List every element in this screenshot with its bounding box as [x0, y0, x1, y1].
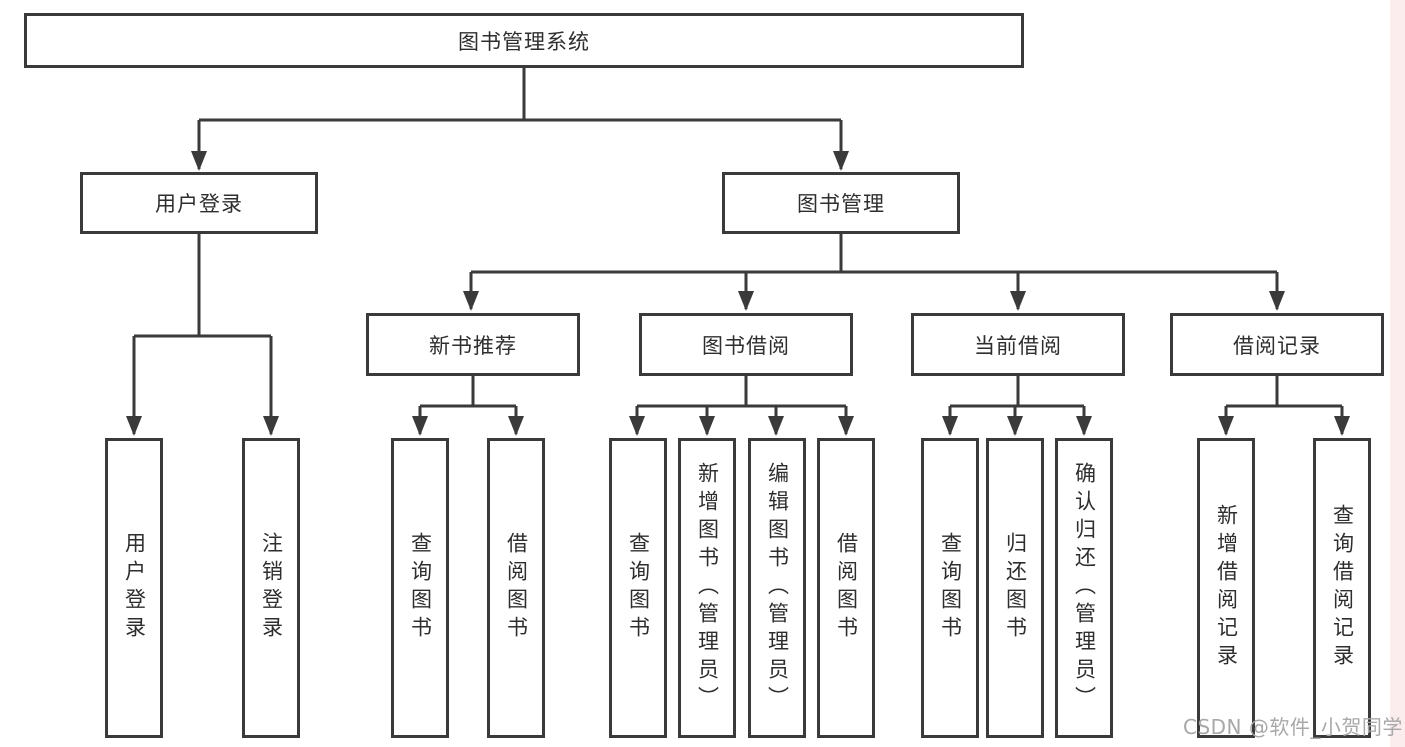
leaf-return-book: 归还图书 [986, 438, 1044, 738]
node-book-borrow-label: 图书借阅 [702, 333, 790, 358]
leaf-add-borrow-record: 新增借阅记录 [1197, 438, 1255, 738]
leaf-logout: 注销登录 [242, 438, 300, 738]
node-borrow-record-label: 借阅记录 [1233, 333, 1321, 358]
leaf-query-book-borrow: 查询图书 [609, 438, 667, 738]
leaf-borrow-book-recommend: 借阅图书 [487, 438, 545, 738]
leaf-add-borrow-record-label: 新增借阅记录 [1214, 504, 1239, 672]
leaf-user-login-label: 用户登录 [122, 532, 147, 644]
node-book-borrow: 图书借阅 [639, 313, 853, 376]
leaf-query-borrow-record: 查询借阅记录 [1313, 438, 1371, 738]
right-edge-strip [1390, 0, 1405, 747]
leaf-confirm-return-admin: 确认归还（管理员） [1055, 438, 1113, 738]
leaf-query-book-recommend-label: 查询图书 [408, 532, 433, 644]
leaf-add-book-admin: 新增图书（管理员） [678, 438, 736, 738]
leaf-query-book-current-label: 查询图书 [938, 532, 963, 644]
leaf-query-book-recommend: 查询图书 [391, 438, 449, 738]
node-new-book-recommend: 新书推荐 [366, 313, 580, 376]
node-book-management-label: 图书管理 [797, 192, 885, 216]
leaf-query-book-current: 查询图书 [921, 438, 979, 738]
leaf-borrow-book-label: 借阅图书 [834, 532, 859, 644]
node-current-borrow: 当前借阅 [911, 313, 1125, 376]
node-root-label: 图书管理系统 [458, 29, 590, 54]
leaf-logout-label: 注销登录 [259, 532, 284, 644]
node-current-borrow-label: 当前借阅 [974, 333, 1062, 358]
leaf-borrow-book: 借阅图书 [817, 438, 875, 738]
leaf-user-login: 用户登录 [105, 438, 163, 738]
node-root: 图书管理系统 [24, 13, 1024, 68]
node-borrow-record: 借阅记录 [1170, 313, 1384, 376]
node-user-login: 用户登录 [80, 172, 318, 234]
leaf-edit-book-admin: 编辑图书（管理员） [748, 438, 806, 738]
leaf-confirm-return-admin-label: 确认归还（管理员） [1072, 462, 1097, 714]
leaf-return-book-label: 归还图书 [1003, 532, 1028, 644]
leaf-query-book-borrow-label: 查询图书 [626, 532, 651, 644]
node-book-management: 图书管理 [722, 172, 960, 234]
csdn-watermark: CSDN @软件_小贺同学 [1183, 715, 1403, 739]
leaf-add-book-admin-label: 新增图书（管理员） [695, 462, 720, 714]
node-user-login-label: 用户登录 [155, 192, 243, 216]
node-new-book-recommend-label: 新书推荐 [429, 333, 517, 358]
leaf-query-borrow-record-label: 查询借阅记录 [1330, 504, 1355, 672]
leaf-borrow-book-recommend-label: 借阅图书 [504, 532, 529, 644]
leaf-edit-book-admin-label: 编辑图书（管理员） [765, 462, 790, 714]
